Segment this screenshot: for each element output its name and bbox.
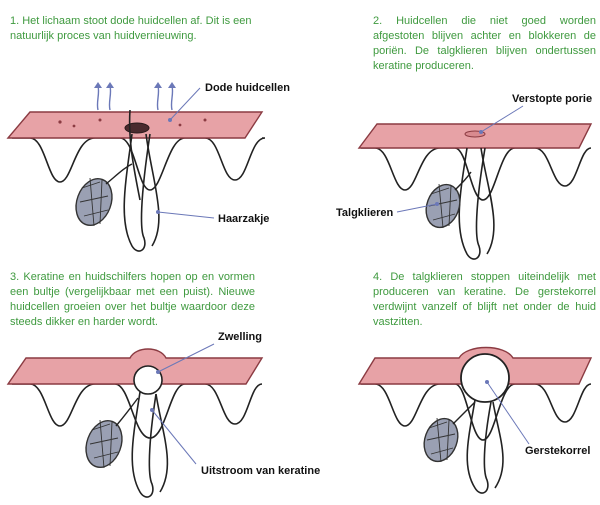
diagram-step-4 [357, 346, 593, 494]
caption-step-1: 1. Het lichaam stoot dode huidcellen af.… [10, 15, 252, 42]
label-talgklieren: Talgklieren [336, 207, 394, 219]
label-gerstekorrel: Gerstekorrel [525, 445, 591, 457]
swelling [133, 365, 163, 395]
caption-step-4: 4. De talgklieren stoppen uiteindelijk m… [373, 271, 596, 328]
hair-follicle [131, 391, 157, 498]
sebaceous-gland [85, 397, 139, 469]
hair-follicle [466, 399, 492, 494]
caption-step-2: 2. Huidcellen die niet goed worden afges… [373, 15, 596, 72]
hair-follicle [458, 147, 486, 260]
hair-strand [128, 109, 141, 201]
label-zwelling: Zwelling [218, 331, 262, 343]
label-verstopte-porie: Verstopte porie [512, 93, 593, 105]
label-dode-huidcellen: Dode huidcellen [205, 82, 290, 94]
diagram-step-3 [6, 343, 264, 498]
caption-step-3: 3. Keratine en huidschilfers hopen op en… [10, 271, 255, 328]
shedding-arrows [96, 85, 174, 111]
hair-follicle [123, 133, 151, 252]
sebaceous-gland [425, 171, 472, 229]
label-uitstroom-van-keratine: Uitstroom van keratine [201, 465, 321, 477]
diagram-step-2 [357, 105, 593, 260]
stye-cyst [460, 353, 510, 403]
sebaceous-gland [75, 163, 133, 227]
pore-opening [124, 122, 150, 134]
skin-layer [6, 348, 264, 385]
diagram-step-1 [6, 82, 266, 252]
label-haarzakje: Haarzakje [218, 213, 270, 225]
sebaceous-gland [423, 401, 476, 463]
